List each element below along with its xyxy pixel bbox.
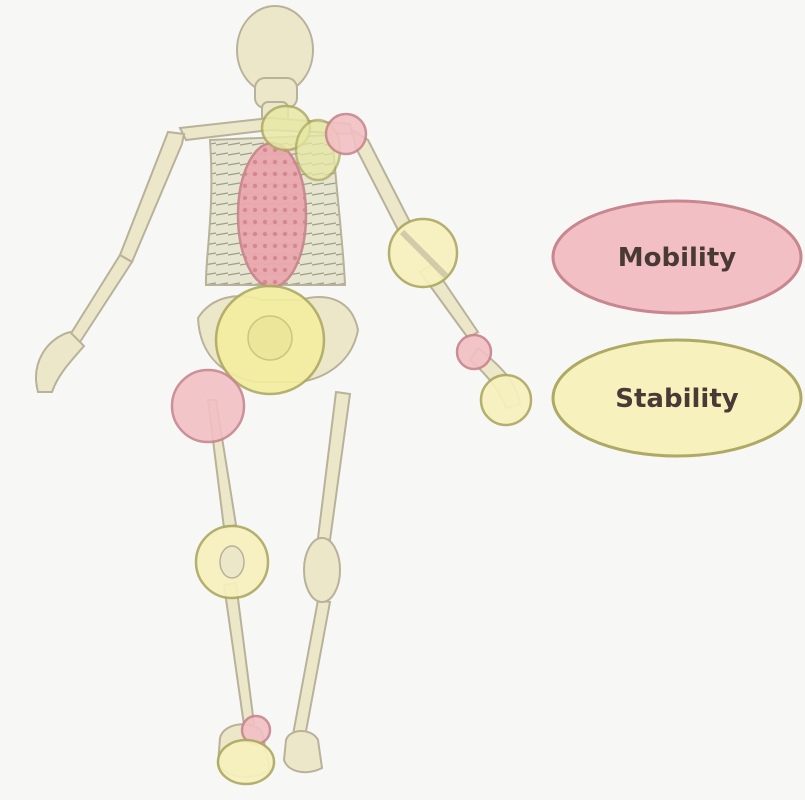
right-knee-bone [304, 538, 340, 602]
right-tibia [292, 600, 330, 742]
left-tibia [224, 583, 254, 725]
region-shoulder [326, 114, 366, 154]
stability-label: Stability [615, 384, 738, 414]
right-foot [284, 731, 322, 772]
region-wrist [457, 335, 491, 369]
legend: Mobility Stability [553, 201, 801, 456]
legend-stability: Stability [553, 340, 801, 456]
left-forearm [70, 255, 132, 342]
right-femur [318, 392, 350, 540]
region-thoracic-spine [238, 143, 306, 287]
left-humerus [120, 132, 184, 262]
legend-mobility: Mobility [553, 201, 801, 313]
left-hand [36, 332, 84, 392]
region-foot [218, 740, 274, 784]
mobility-label: Mobility [618, 243, 737, 273]
region-hand [481, 375, 531, 425]
region-hip [172, 370, 244, 442]
